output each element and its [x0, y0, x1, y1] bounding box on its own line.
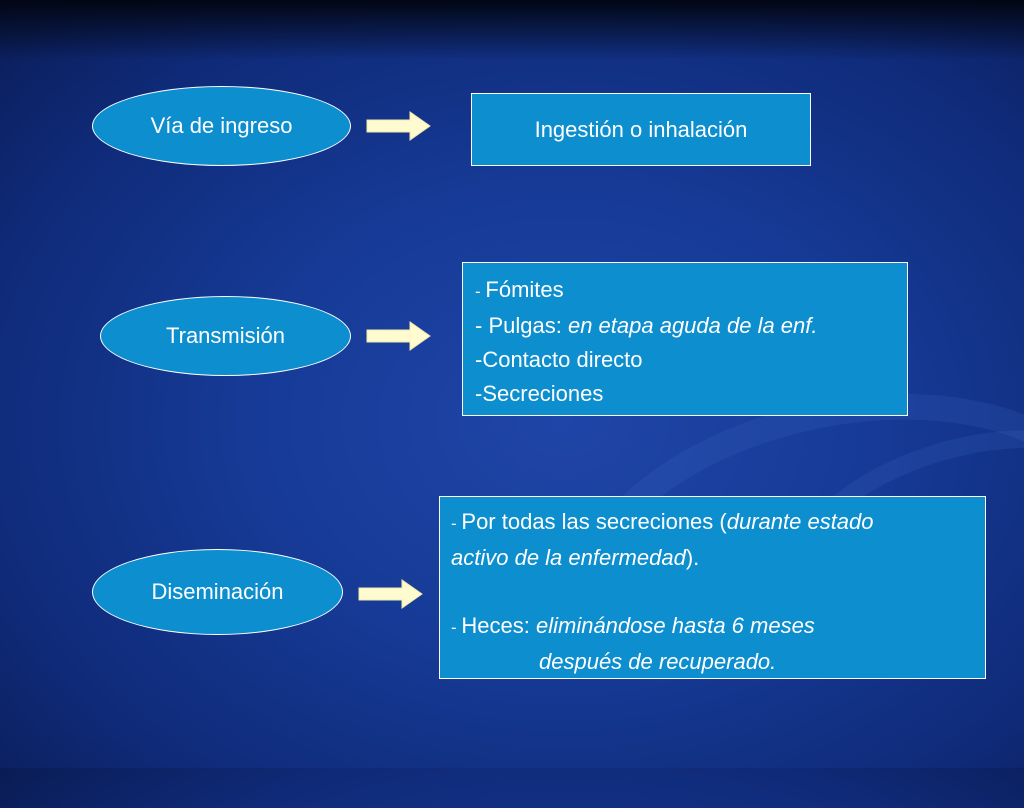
- item-text: Contacto directo: [482, 347, 643, 372]
- right-arrow-icon: [366, 321, 431, 351]
- detail-box-transmision: - Fómites - Pulgas: en etapa aguda de la…: [462, 262, 908, 416]
- list-item: - Heces: eliminándose hasta 6 meses: [451, 609, 974, 645]
- detail-box-diseminacion: - Por todas las secreciones (durante est…: [439, 496, 986, 679]
- spacer-line: [451, 575, 974, 609]
- item-prefix: -: [475, 282, 486, 301]
- item-italic: en etapa aguda de la enf.: [567, 313, 818, 338]
- node-label: Diseminación: [151, 579, 284, 604]
- list-item: -Secreciones: [475, 377, 895, 411]
- node-label: Vía de ingreso: [150, 113, 293, 138]
- background-top-fade: [0, 0, 1024, 60]
- item-italic: eliminándose hasta 6 meses: [535, 613, 815, 638]
- list-item-continuation: activo de la enfermedad).: [451, 541, 974, 575]
- node-diseminacion: Diseminación: [92, 549, 343, 635]
- list-item: - Pulgas: en etapa aguda de la enf.: [475, 309, 895, 343]
- item-prefix: -: [475, 313, 489, 338]
- item-prefix: -: [451, 514, 462, 533]
- item-text: Secreciones: [482, 381, 604, 406]
- item-text: Fómites: [485, 277, 564, 302]
- list-item: - Fómites: [475, 273, 895, 309]
- node-label: Transmisión: [166, 323, 285, 348]
- node-transmision: Transmisión: [100, 296, 351, 376]
- item-text: Por todas las secreciones (: [461, 509, 727, 534]
- item-prefix: -: [475, 347, 483, 372]
- item-prefix: -: [451, 618, 462, 637]
- item-italic: durante estado: [726, 509, 874, 534]
- right-arrow-icon: [358, 579, 423, 609]
- list-item: - Por todas las secreciones (durante est…: [451, 505, 974, 541]
- list-item: -Contacto directo: [475, 343, 895, 377]
- item-italic: activo de la enfermedad: [451, 545, 686, 570]
- list-item-continuation: después de recuperado.: [451, 645, 974, 679]
- item-text: ).: [685, 545, 700, 570]
- detail-text: Ingestión o inhalación: [534, 116, 748, 142]
- right-arrow-icon: [366, 111, 431, 141]
- item-prefix: -: [475, 381, 483, 406]
- node-via-de-ingreso: Vía de ingreso: [92, 86, 351, 166]
- detail-box-via-de-ingreso: Ingestión o inhalación: [471, 93, 811, 166]
- item-text: Pulgas:: [488, 313, 568, 338]
- item-italic: después de recuperado.: [539, 649, 777, 674]
- item-text: Heces:: [461, 613, 536, 638]
